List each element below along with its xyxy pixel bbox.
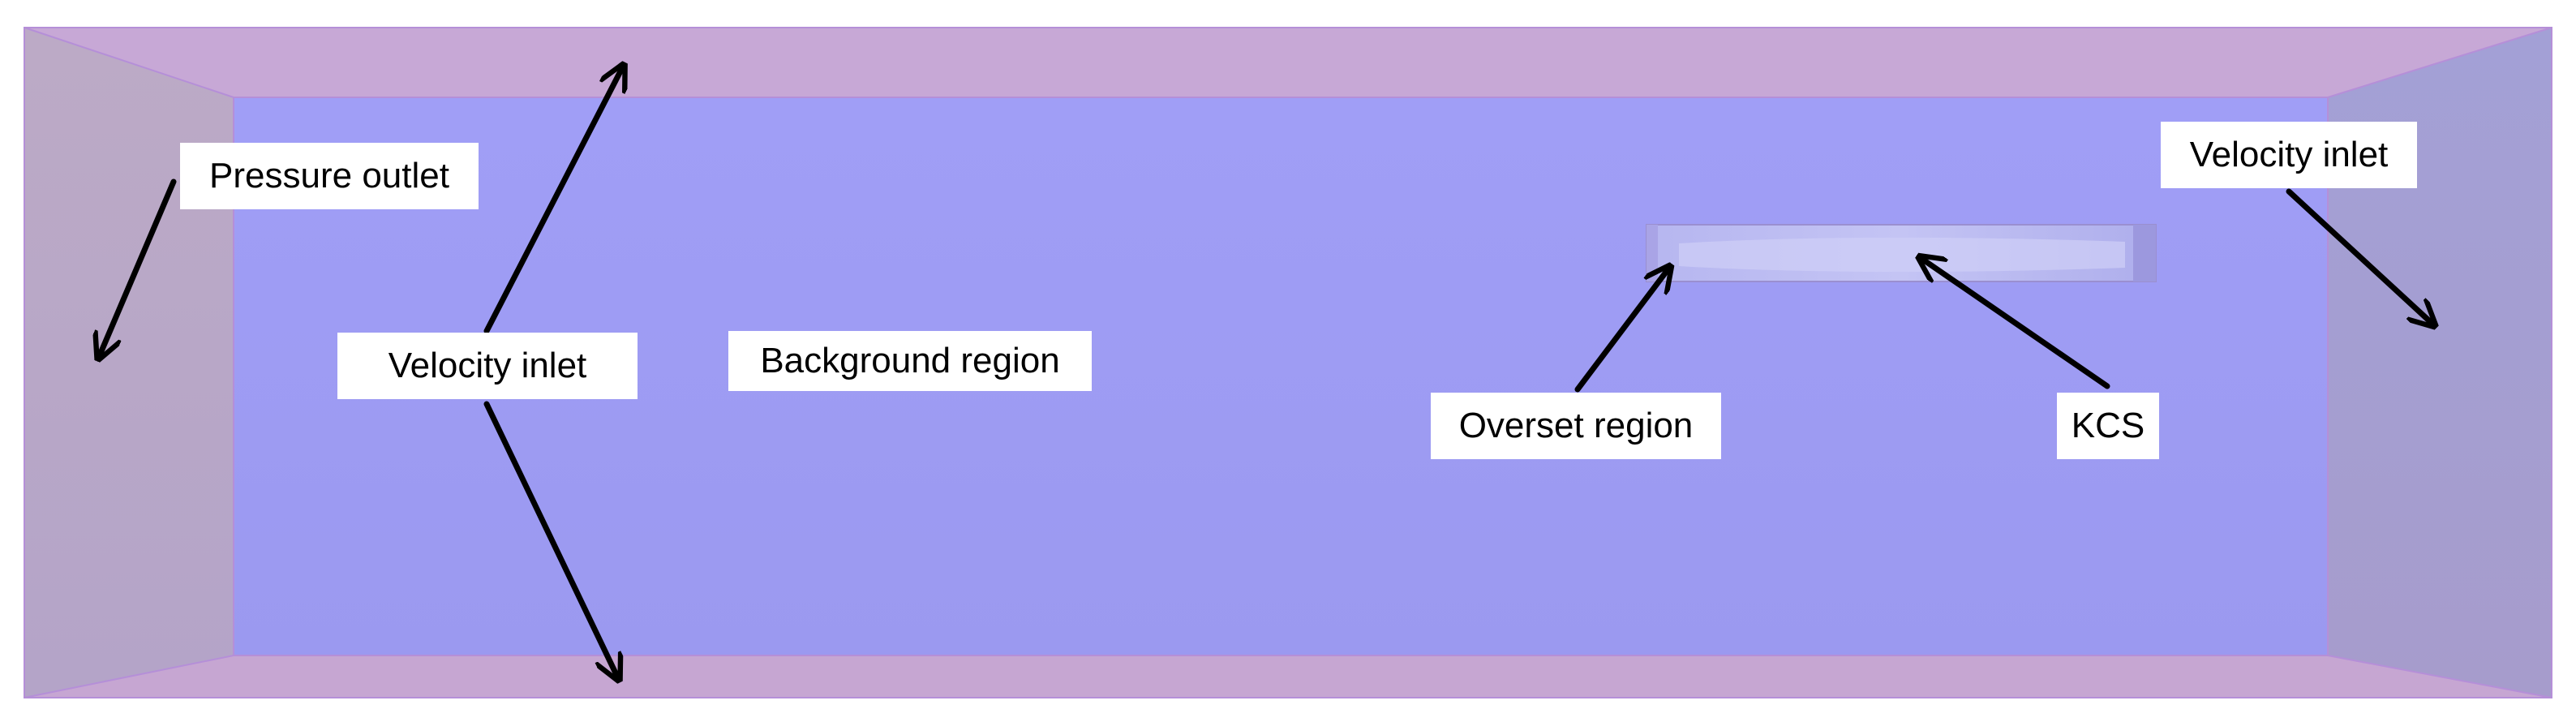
arrow-velocity-inlet-bottom	[483, 401, 618, 678]
label-velocity-inlet-right: Velocity inlet	[2161, 122, 2417, 188]
overset-region-box	[1646, 224, 2157, 282]
arrow-velocity-inlet-right	[2286, 188, 2433, 324]
kcs-hull-shape	[1679, 237, 2125, 273]
right-wall	[2328, 28, 2552, 698]
label-background-region: Background region	[728, 331, 1092, 391]
arrow-velocity-inlet-top	[483, 67, 623, 334]
arrow-kcs	[1921, 258, 2110, 389]
bottom-wall	[24, 655, 2552, 698]
top-wall	[24, 28, 2552, 97]
label-pressure-outlet: Pressure outlet	[180, 143, 479, 209]
label-velocity-inlet-left: Velocity inlet	[337, 333, 638, 399]
arrow-overset-region	[1574, 268, 1669, 393]
left-wall	[24, 28, 234, 698]
label-overset-region: Overset region	[1431, 393, 1721, 459]
arrow-pressure-outlet	[99, 178, 177, 357]
domain-edges	[24, 27, 2552, 698]
label-kcs: KCS	[2057, 393, 2159, 459]
arrows	[99, 67, 2433, 678]
